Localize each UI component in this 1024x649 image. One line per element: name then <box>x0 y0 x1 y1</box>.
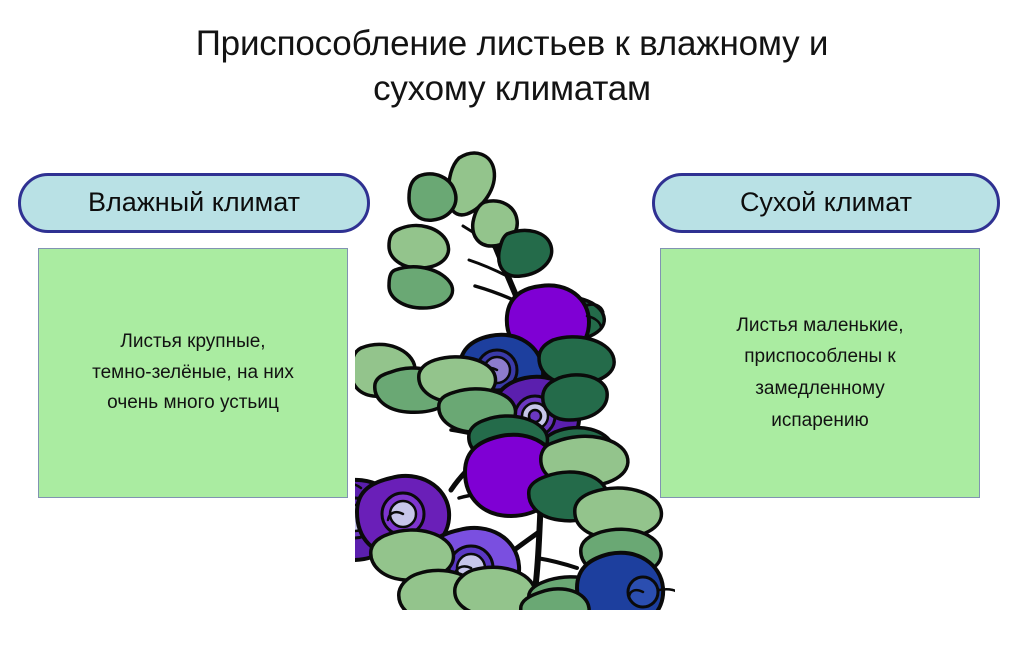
leaf <box>387 223 451 270</box>
description-box-dry-climate: Листья маленькие, приспособлены к замедл… <box>660 248 980 498</box>
blueberry-plant-svg <box>355 151 675 610</box>
page-title: Приспособление листьев к влажному и сухо… <box>195 24 829 108</box>
description-box-dry-climate-text: Листья маленькие, приспособлены к замедл… <box>736 314 904 431</box>
header-pill-wet-climate[interactable]: Влажный климат <box>18 173 370 233</box>
leaf <box>407 172 458 222</box>
plant-leaves-lower-left <box>369 528 538 610</box>
leaf <box>387 265 455 310</box>
description-box-wet-climate: Листья крупные, темно-зелёные, на них оч… <box>38 248 348 498</box>
plant-leaves-bottom <box>519 587 591 610</box>
berry-blue-dark-lower <box>575 550 675 610</box>
description-box-wet-climate-text: Листья крупные, темно-зелёные, на них оч… <box>92 330 294 414</box>
header-pill-dry-climate[interactable]: Сухой климат <box>652 173 1000 233</box>
header-pill-wet-climate-label: Влажный климат <box>87 186 301 217</box>
blueberry-plant-illustration <box>355 140 675 610</box>
leaf <box>519 587 591 610</box>
leaf <box>453 565 538 610</box>
leaf <box>496 228 554 278</box>
leaf <box>541 373 609 422</box>
header-pill-dry-climate-label: Сухой климат <box>739 186 913 217</box>
